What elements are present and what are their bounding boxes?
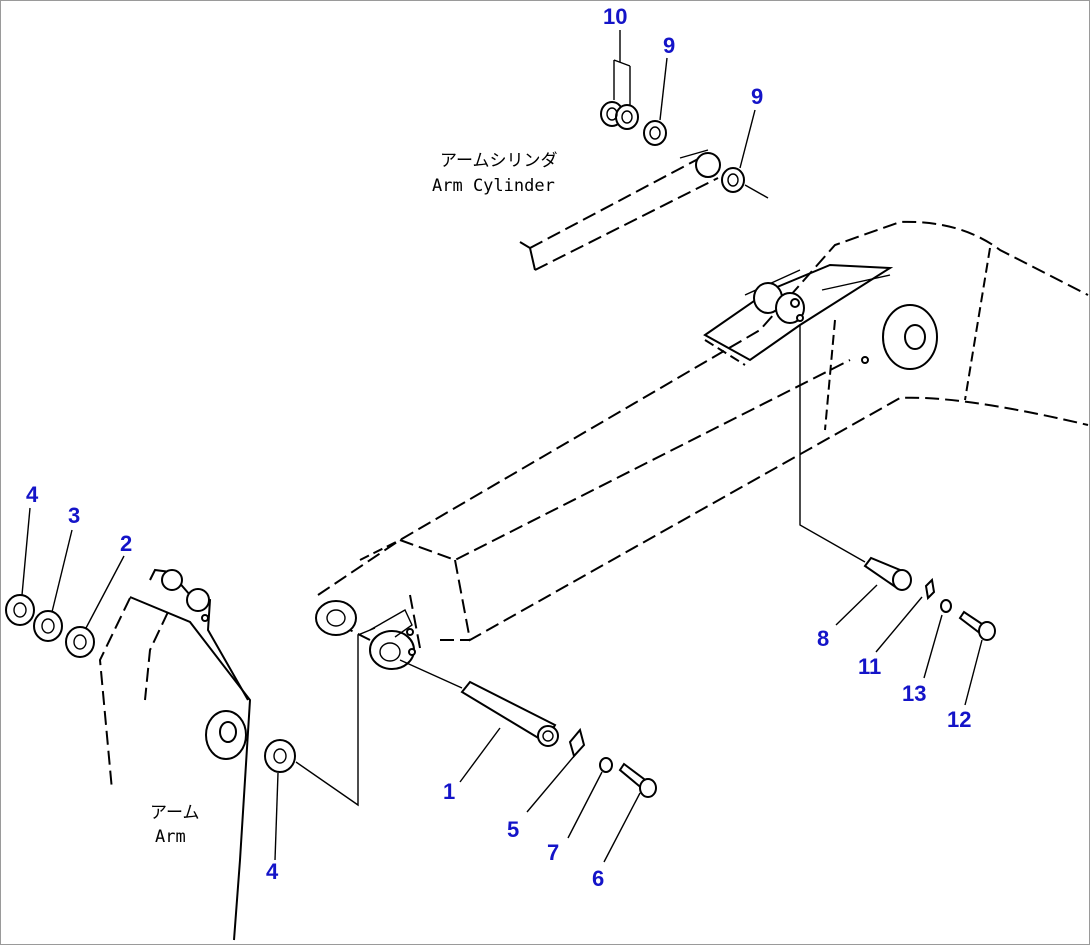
shim-4-guide (295, 627, 376, 807)
pin-8-guide (799, 325, 866, 563)
callout-1: 1 (443, 779, 455, 804)
callout-5: 5 (507, 817, 519, 842)
arm-cylinder-label-jp: アームシリンダ (440, 151, 557, 171)
washer-13 (940, 599, 952, 613)
callout-4-upper: 4 (26, 482, 39, 507)
callout-3: 3 (68, 503, 80, 528)
boom-outline (315, 220, 1089, 670)
callout-10: 10 (603, 4, 627, 29)
washer-7 (599, 757, 613, 773)
callout-11: 11 (858, 654, 881, 679)
callout-12: 12 (947, 707, 971, 732)
plate-11 (924, 577, 936, 601)
pin-1 (460, 680, 559, 747)
callout-9-upper: 9 (663, 33, 675, 58)
arm-label-jp: アーム (150, 803, 199, 823)
shims-2-3-4 (5, 594, 95, 658)
arm-cylinder-label-en: Arm Cylinder (432, 176, 555, 196)
plate-5 (568, 727, 586, 759)
leader-lines (21, 30, 983, 863)
pin-1-guide (399, 659, 463, 689)
callout-13: 13 (902, 681, 926, 706)
callout-8: 8 (817, 626, 829, 651)
callout-6: 6 (592, 866, 604, 891)
arm-outline (98, 568, 252, 941)
callout-2: 2 (120, 531, 132, 556)
callout-7: 7 (547, 840, 559, 865)
shim-9-right (721, 167, 769, 199)
shim-4-lower (264, 739, 296, 773)
pin-8 (863, 556, 912, 591)
bolt-6 (618, 762, 657, 798)
callout-4-lower: 4 (266, 859, 279, 884)
shim-9-upper (643, 120, 667, 146)
arm-label-en: Arm (155, 827, 186, 847)
callout-9-right: 9 (751, 84, 763, 109)
bolt-12 (958, 610, 996, 641)
shims-10 (600, 59, 639, 130)
arm-cylinder (519, 149, 721, 271)
